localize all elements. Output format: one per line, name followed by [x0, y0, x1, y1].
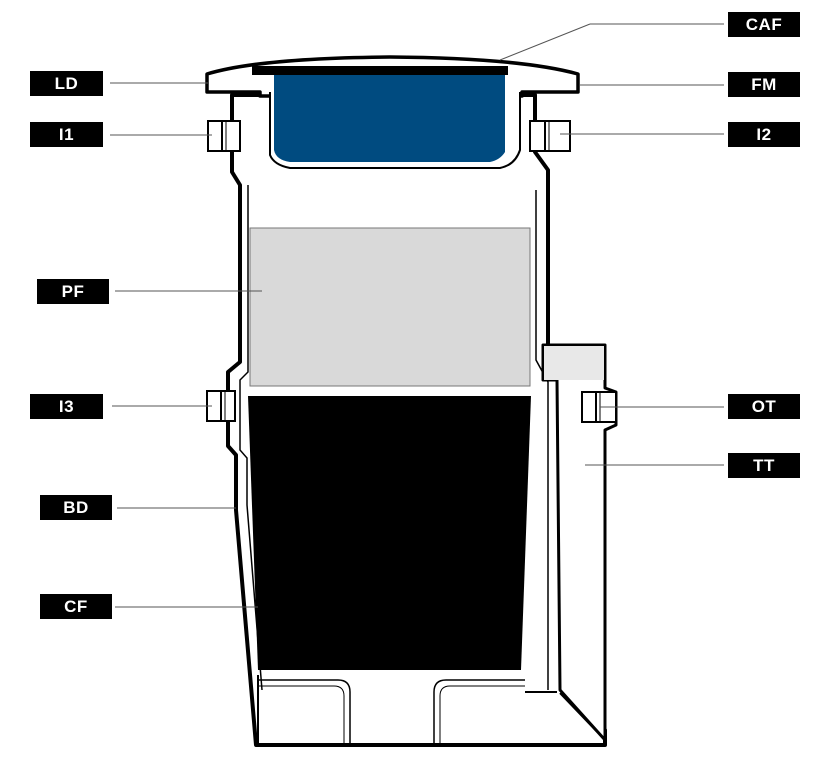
leader-caf [499, 23, 591, 61]
leader-lines [110, 23, 724, 608]
bottom-basin [257, 675, 606, 745]
inlet-i2-fitting [529, 120, 571, 152]
middle-filter [249, 227, 531, 387]
top-filter-cap [252, 66, 508, 75]
label-caf: CAF [728, 12, 800, 37]
inlet-i1-fitting [207, 120, 241, 152]
label-pf: PF [37, 279, 109, 304]
side-tank-top-panel [544, 346, 604, 380]
inlet-i3-fitting [206, 390, 236, 422]
inner-left-wall [239, 185, 263, 691]
label-i2: I2 [728, 122, 800, 147]
label-ot: OT [728, 394, 800, 419]
top-filter-media [274, 75, 505, 162]
label-cf: CF [40, 594, 112, 619]
label-i1: I1 [30, 122, 103, 147]
label-ld: LD [30, 71, 103, 96]
coarse-filter [248, 396, 531, 670]
label-tt: TT [728, 453, 800, 478]
label-fm: FM [728, 72, 800, 97]
label-i3: I3 [30, 394, 103, 419]
label-bd: BD [40, 495, 112, 520]
